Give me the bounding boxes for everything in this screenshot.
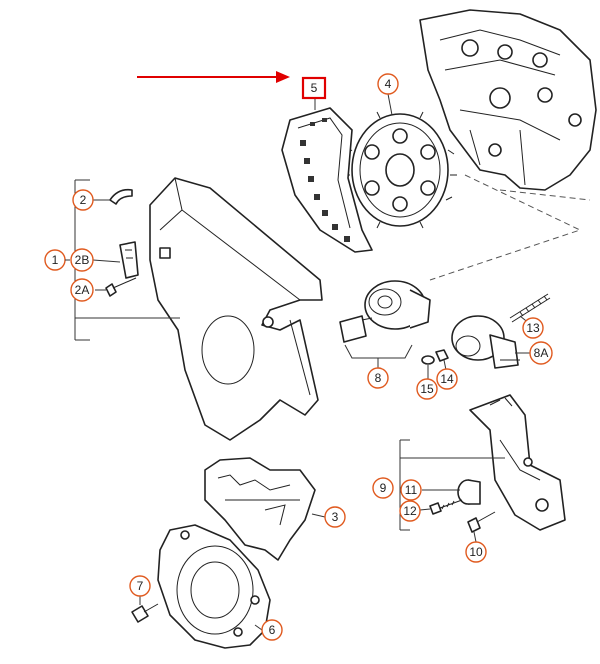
svg-text:5: 5 bbox=[311, 81, 318, 95]
timing-cover-upper bbox=[149, 177, 323, 441]
bolt-part-12 bbox=[429, 499, 463, 515]
nut-part-14 bbox=[435, 349, 449, 362]
callout-2a: 2A bbox=[70, 278, 94, 302]
svg-text:14: 14 bbox=[440, 372, 454, 386]
svg-text:2: 2 bbox=[80, 193, 87, 207]
callout-2b: 2B bbox=[70, 248, 94, 272]
callout-7: 7 bbox=[129, 575, 151, 597]
spacer-part-11 bbox=[457, 479, 481, 505]
svg-text:12: 12 bbox=[403, 504, 417, 518]
callout-1: 1 bbox=[44, 249, 66, 271]
svg-text:1: 1 bbox=[52, 253, 59, 267]
engine-mount-bracket bbox=[469, 394, 566, 531]
callout-15: 15 bbox=[416, 378, 438, 400]
callout-12: 12 bbox=[399, 500, 421, 522]
bolt-part-7 bbox=[131, 603, 159, 623]
svg-text:3: 3 bbox=[332, 510, 339, 524]
callout-10: 10 bbox=[465, 541, 487, 563]
clip-part-2 bbox=[109, 188, 133, 205]
highlight-arrow bbox=[137, 71, 290, 83]
bolt-part-10 bbox=[467, 511, 496, 533]
idler-assembly-8a bbox=[451, 315, 520, 369]
tensioner-roller bbox=[339, 280, 431, 343]
svg-text:8A: 8A bbox=[534, 346, 549, 360]
svg-text:9: 9 bbox=[380, 481, 387, 495]
engine-block bbox=[419, 9, 597, 191]
svg-text:2A: 2A bbox=[75, 283, 90, 297]
callout-4: 4 bbox=[377, 73, 399, 95]
svg-text:2B: 2B bbox=[75, 253, 90, 267]
svg-text:6: 6 bbox=[269, 623, 276, 637]
callout-8: 8 bbox=[367, 367, 389, 389]
callout-13: 13 bbox=[522, 317, 544, 339]
timing-cover-middle bbox=[204, 457, 316, 561]
callout-6: 6 bbox=[261, 619, 283, 641]
callout-2: 2 bbox=[72, 189, 94, 211]
svg-text:4: 4 bbox=[385, 77, 392, 91]
washer-part-15 bbox=[421, 355, 435, 365]
timing-cover-lower bbox=[157, 524, 271, 649]
svg-text:8: 8 bbox=[375, 371, 382, 385]
callout-14: 14 bbox=[436, 368, 458, 390]
svg-text:10: 10 bbox=[469, 545, 483, 559]
bracket-part-2b bbox=[119, 241, 139, 279]
bolt-part-2a bbox=[105, 277, 137, 297]
svg-text:15: 15 bbox=[420, 382, 434, 396]
camshaft-sprocket bbox=[343, 111, 457, 229]
svg-text:13: 13 bbox=[526, 321, 540, 335]
callout-5: 5 bbox=[301, 76, 327, 100]
svg-text:11: 11 bbox=[405, 483, 418, 497]
callout-9: 9 bbox=[372, 477, 394, 499]
timing-belt bbox=[281, 107, 373, 253]
callout-3: 3 bbox=[324, 506, 346, 528]
svg-text:7: 7 bbox=[137, 579, 144, 593]
bolt-part-13 bbox=[509, 293, 551, 323]
callout-11: 11 bbox=[400, 479, 422, 501]
callout-8a: 8A bbox=[529, 341, 553, 365]
